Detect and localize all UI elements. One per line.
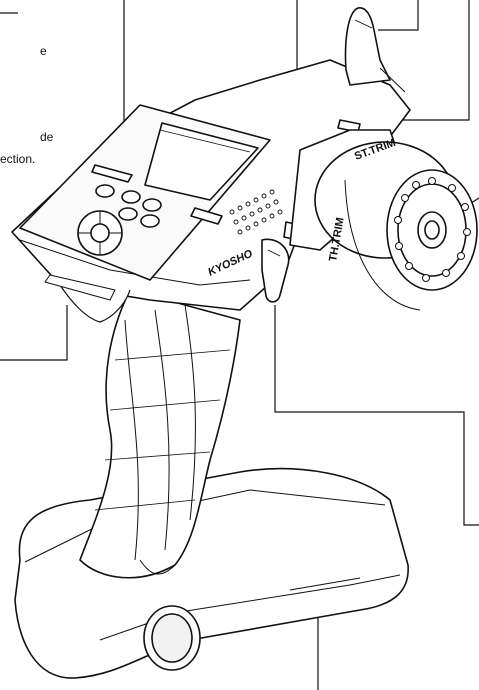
- top-switch-middle: [190, 207, 223, 225]
- base: [14, 467, 409, 679]
- steering-wheel-rim-edge: [344, 179, 421, 311]
- leader-antenna: [378, 0, 419, 31]
- callout-text: e de ection.: [0, 44, 54, 166]
- antenna-edge: [379, 67, 406, 93]
- battery-cover-slot: [44, 274, 116, 301]
- callout-text-line-1: e: [40, 44, 47, 58]
- antenna-ridge: [354, 19, 373, 29]
- nav-pad-center: [90, 223, 110, 243]
- transmitter-body: [11, 7, 478, 679]
- callout-text-line-2: de: [40, 130, 54, 144]
- grip-seam-3: [184, 304, 196, 521]
- grip-bottom-curve: [139, 559, 176, 575]
- grip: [79, 289, 241, 579]
- steering-wheel-bolts: [394, 177, 471, 282]
- steering-wheel-hub-center: [424, 220, 440, 240]
- grip-ribs: [94, 349, 231, 511]
- display: [144, 122, 259, 201]
- button-5: [140, 214, 160, 228]
- leader-trigger: [274, 305, 479, 526]
- button-4: [118, 207, 138, 221]
- button-2: [121, 190, 141, 204]
- base-lower-edge: [99, 574, 401, 641]
- throttle-trigger: [261, 238, 290, 303]
- antenna: [344, 7, 391, 86]
- display-glare: [159, 129, 251, 153]
- leader-battery-cover: [0, 305, 68, 361]
- grip-seam-1: [124, 319, 139, 561]
- grip-seam-2: [154, 309, 170, 551]
- trigger-groove: [267, 249, 281, 257]
- nav-pad-divisions: [78, 211, 122, 255]
- callout-text-line-3: ection.: [0, 152, 35, 166]
- top-switch-left: [91, 164, 133, 183]
- button-1: [95, 184, 115, 198]
- base-groove: [289, 577, 361, 591]
- vent-dots: [229, 189, 283, 235]
- button-3: [142, 198, 162, 212]
- base-cap-inner: [151, 613, 193, 663]
- housing-lower-edge: [19, 239, 251, 286]
